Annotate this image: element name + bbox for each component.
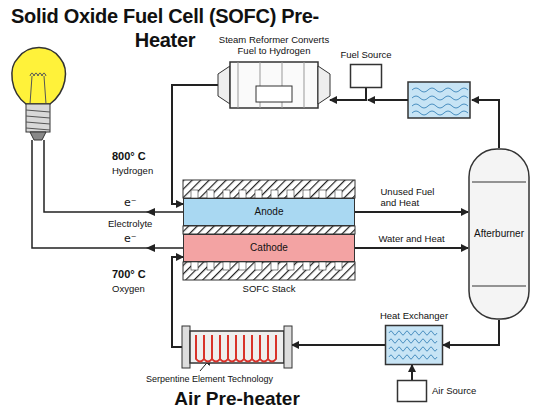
- edge-label: Water and Heat: [377, 234, 445, 245]
- exhaust-pipe: [472, 100, 499, 148]
- part-label: e⁻: [124, 197, 137, 210]
- node-label: Steam Reformer Converts Fuel to Hydrogen: [209, 35, 339, 57]
- fuel-source: Fuel Source: [350, 64, 382, 88]
- part-label: Serpentine Element Technology: [146, 374, 273, 384]
- node-label: Air Pre-heater: [174, 388, 300, 410]
- sofc-stack: SOFC StackAnodeCathode: [183, 180, 355, 280]
- node-outline: [385, 325, 443, 365]
- heat-exchanger: Heat Exchanger: [385, 325, 443, 365]
- light-bulb: [12, 48, 66, 141]
- electron-arrow: [146, 208, 155, 216]
- part-label: 700° C: [112, 268, 146, 281]
- node-outline: [218, 60, 330, 110]
- cathode-layer: Cathode: [183, 234, 355, 262]
- fuel-heat-exchanger: [408, 82, 470, 118]
- pipe-connector: [355, 247, 468, 249]
- part-label: Oxygen: [112, 284, 145, 295]
- node-outline: [182, 322, 292, 372]
- node-label: Anode: [255, 206, 284, 218]
- diagram-title: Solid Oxide Fuel Cell (SOFC) Pre-Heater: [10, 4, 320, 52]
- electron-arrow: [146, 244, 155, 252]
- node-label: Afterburner: [474, 228, 524, 240]
- fuel-pipe: [368, 99, 408, 101]
- pipe-connector: [330, 88, 366, 100]
- part-label: Electrolyte: [108, 219, 152, 230]
- pipe-connector: [172, 257, 183, 347]
- node-label: Heat Exchanger: [380, 311, 448, 322]
- pipe-connector: [411, 365, 413, 380]
- node-label: SOFC Stack: [243, 284, 296, 295]
- afterburner: Afterburner: [468, 148, 530, 320]
- part-label: e⁻: [124, 233, 137, 246]
- node-outline: [350, 64, 382, 88]
- node-outline: [397, 380, 427, 402]
- node-label: Fuel Source: [340, 50, 391, 61]
- part-label: 800° C: [112, 150, 146, 163]
- steam-reformer: Steam Reformer Converts Fuel to Hydrogen: [218, 60, 330, 110]
- node-outline: [183, 180, 355, 280]
- wire: [44, 140, 183, 212]
- node-label: Air Source: [432, 386, 476, 397]
- wire: [32, 140, 183, 248]
- pipe-connector: [292, 344, 385, 346]
- edge-label: Unused Fuel and Heat: [380, 187, 444, 209]
- pipe-connector: [355, 211, 468, 213]
- pipe-connector: [443, 320, 499, 345]
- part-label: Hydrogen: [112, 166, 153, 177]
- air-source: Air Source: [397, 380, 427, 402]
- anode-layer: Anode: [183, 198, 355, 226]
- air-pre-heater: Air Pre-heater: [182, 322, 292, 372]
- node-label: Cathode: [250, 242, 288, 254]
